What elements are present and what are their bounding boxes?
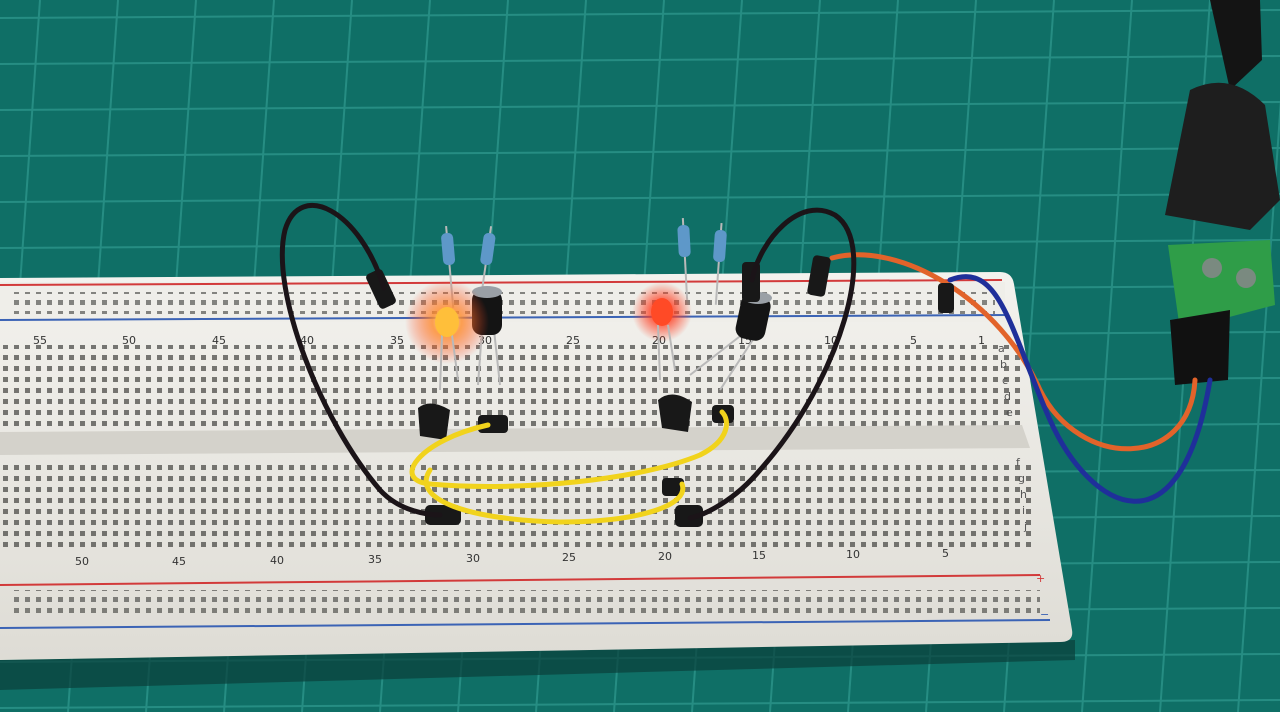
bottom-rail-red-line (0, 574, 1041, 586)
terminal-base (1170, 310, 1230, 385)
bottom-number: 50 (75, 555, 89, 568)
bottom-number: 20 (658, 550, 672, 563)
top-rail-red-line (0, 279, 1003, 286)
resistor-body (677, 224, 691, 258)
top-terminal-strip (0, 345, 1020, 430)
jumper-plug (366, 269, 396, 309)
capacitor-lead (493, 329, 501, 386)
top-number: 5 (910, 334, 917, 347)
rail-minus-label: − (1040, 608, 1049, 621)
bottom-number: 25 (562, 551, 576, 564)
led-lens (651, 298, 673, 326)
centre-channel (0, 425, 1030, 455)
bottom-number: 5 (942, 547, 949, 560)
top-number: 40 (300, 334, 314, 347)
capacitor-lead (719, 331, 759, 391)
transistor (658, 394, 692, 432)
mat-grid-line (0, 239, 1280, 249)
led-left (405, 280, 489, 391)
blue-wire (947, 274, 1213, 504)
capacitor-top (472, 286, 502, 298)
row-letter: g (1018, 472, 1025, 485)
bottom-rail-blue-line (0, 619, 1051, 629)
led-right (632, 282, 692, 381)
rail-plus-label: + (1036, 572, 1045, 585)
resistor (677, 217, 691, 300)
bottom-rail-holes (10, 590, 1040, 614)
resistor (713, 222, 727, 305)
row-letter: i (1022, 504, 1025, 517)
dc-cable (1210, 0, 1262, 90)
led-lead (451, 334, 459, 381)
dc-jack-body (1165, 82, 1280, 231)
mat-grid-line (0, 9, 1280, 19)
row-letter: j (1023, 520, 1027, 533)
bottom-column-numbers: 50 45 40 35 30 25 20 15 10 5 (75, 547, 949, 568)
bottom-number: 30 (466, 552, 480, 565)
transistor-body (418, 403, 450, 440)
transistor-body (658, 394, 692, 432)
bottom-number: 15 (752, 549, 766, 562)
jumper-plug (662, 478, 684, 496)
terminal-screw (1202, 258, 1222, 278)
top-number: 55 (33, 334, 47, 347)
screw-terminal (1168, 240, 1275, 330)
yellow-wire-lower (423, 467, 686, 525)
top-number: 50 (122, 334, 136, 347)
mat-grid-line (1081, 0, 1133, 712)
led-lead (439, 334, 443, 391)
resistor-body (480, 232, 496, 266)
row-letter: e (1006, 406, 1013, 419)
jumper-plug (938, 283, 954, 313)
led-lead (657, 324, 661, 381)
mat-grid-line (0, 101, 1280, 111)
bottom-number: 10 (846, 548, 860, 561)
top-number: 25 (566, 334, 580, 347)
transistor (418, 403, 450, 440)
bottom-terminal-strip (0, 462, 1035, 547)
top-rail-blue-line (0, 314, 1009, 321)
capacitor-body (735, 294, 771, 341)
row-letter: a (998, 342, 1005, 355)
jumper-plug (478, 415, 508, 433)
row-letter: d (1004, 390, 1011, 403)
row-letter: f (1016, 456, 1021, 469)
bottom-number: 45 (172, 555, 186, 568)
row-letters: a b c d e f g h i j + − (998, 342, 1049, 621)
jumper-plug (425, 505, 461, 525)
breadboard: 55 50 45 40 35 30 25 20 15 10 5 1 50 45 … (0, 272, 1075, 690)
jumper-plugs (366, 255, 954, 527)
resistor-body (713, 229, 727, 263)
breadboard-shadow (0, 640, 1075, 690)
terminal-screw (1236, 268, 1256, 288)
row-letter: h (1020, 488, 1027, 501)
mat-grid-line (0, 699, 1280, 709)
black-wire-left (279, 202, 443, 518)
bottom-number: 35 (368, 553, 382, 566)
led-lead (667, 324, 676, 371)
bottom-number: 40 (270, 554, 284, 567)
yellow-wire-upper (409, 409, 730, 489)
mat-grid-line (0, 193, 1280, 203)
mat-grid-line (0, 147, 1280, 157)
row-letter: c (1002, 374, 1008, 387)
top-number: 35 (390, 334, 404, 347)
row-letter: b (1000, 358, 1007, 371)
led-lens (435, 307, 459, 337)
dc-barrel-jack-adapter (1165, 0, 1280, 385)
top-number: 1 (978, 334, 985, 347)
resistor-body (441, 232, 456, 266)
top-number: 45 (212, 334, 226, 347)
black-wire-right (687, 207, 857, 521)
capacitor-lead (689, 329, 749, 376)
jumper-plug (807, 255, 831, 297)
mat-grid-line (0, 55, 1280, 65)
